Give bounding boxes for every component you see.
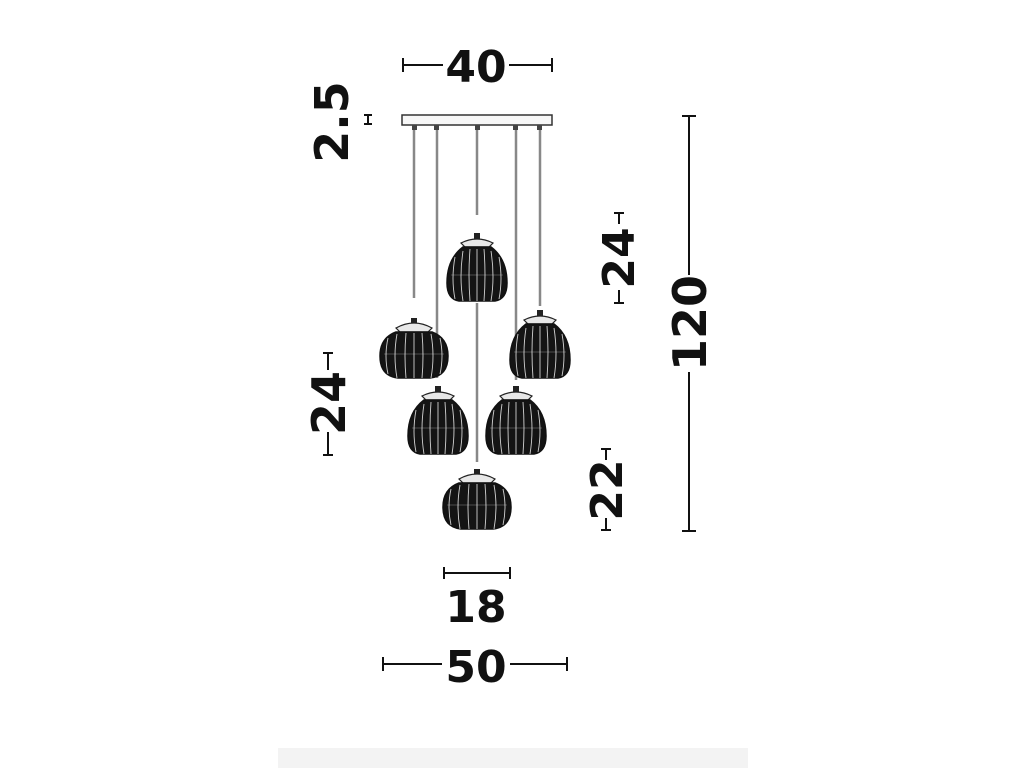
dimension-shade-height-lower bbox=[601, 448, 611, 531]
shade-top-center bbox=[446, 232, 508, 302]
dimension-total-height bbox=[682, 115, 696, 532]
dimension-shade-height-upper bbox=[614, 212, 624, 304]
label-total-height: 120 bbox=[663, 275, 717, 371]
dimension-canopy-height bbox=[364, 114, 372, 125]
label-shade-height-upper: 24 bbox=[594, 227, 645, 288]
label-shade-height-left: 24 bbox=[302, 371, 356, 435]
shade-bottom-center bbox=[442, 468, 512, 530]
shade-right-lower bbox=[485, 385, 547, 455]
dimension-shade-height-left bbox=[323, 352, 333, 456]
shade-left-lower bbox=[407, 385, 469, 455]
dimension-top-width bbox=[402, 58, 553, 72]
dimension-shade-width bbox=[443, 567, 511, 579]
shade-right-upper bbox=[509, 309, 571, 379]
dimension-overall-width bbox=[382, 657, 568, 671]
label-overall-width: 50 bbox=[445, 642, 506, 693]
label-shade-width: 18 bbox=[445, 582, 506, 633]
label-shade-height-lower: 22 bbox=[582, 459, 633, 520]
bottom-band bbox=[278, 748, 748, 768]
ceiling-canopy bbox=[401, 114, 553, 126]
label-top-width: 40 bbox=[445, 42, 506, 93]
canopy-cable-points bbox=[412, 125, 542, 130]
label-canopy-height: 2.5 bbox=[305, 81, 359, 163]
